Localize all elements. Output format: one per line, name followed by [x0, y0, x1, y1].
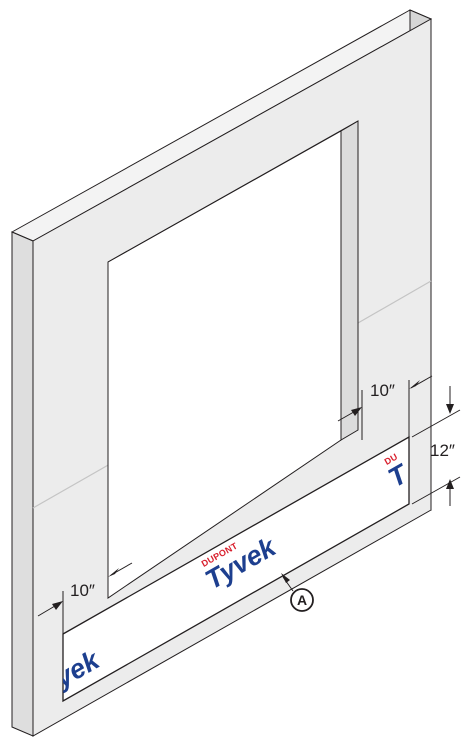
- opening-right-jamb: [340, 120, 359, 441]
- dimension-left-label: 10″: [70, 581, 95, 600]
- opening-top-edge: [107, 120, 359, 263]
- tyvek-sill-strip: DUPONT Tyvek yek DU T: [62, 435, 410, 703]
- callout-a: A: [281, 573, 314, 612]
- tyvek-strip-body: [62, 435, 410, 703]
- dimension-right-label: 10″: [370, 381, 395, 400]
- window-rough-opening: [107, 120, 359, 599]
- callout-a-label: A: [297, 592, 307, 608]
- wall-left-edge: [11, 231, 34, 737]
- sheathing-seam-left: [32, 463, 111, 509]
- dimension-right-offset: 10″: [337, 375, 433, 440]
- callout-a-circle: [290, 588, 314, 612]
- dimension-left-offset: 10″: [37, 560, 133, 634]
- dimension-height-label: 12″: [430, 441, 455, 460]
- sheathing-seam-right: [357, 280, 432, 324]
- dimension-height: 12″: [411, 386, 461, 506]
